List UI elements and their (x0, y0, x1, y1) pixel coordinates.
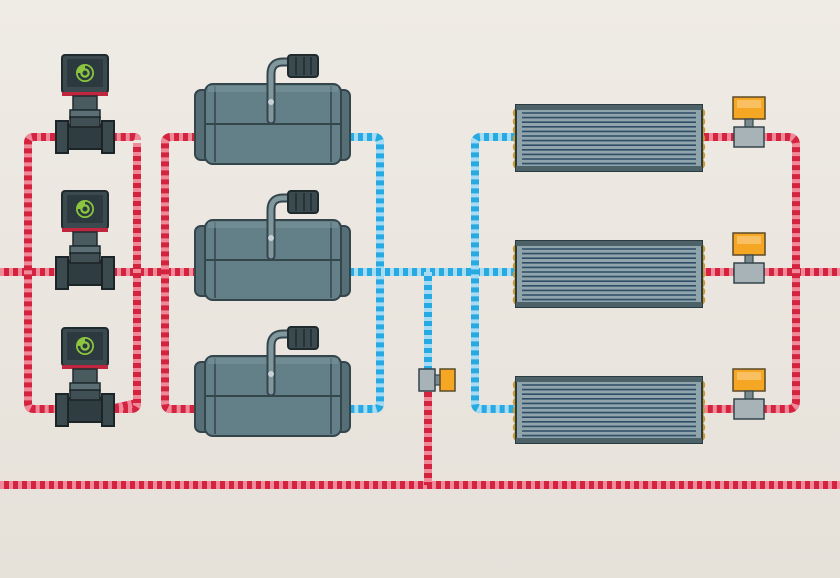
circular-pump-icon (55, 190, 115, 290)
chiller-icon (194, 326, 351, 437)
chilled-water-pipes (345, 133, 520, 413)
circular-pump-icon (55, 327, 115, 427)
control-valve-icon (732, 368, 766, 420)
chiller-icon (194, 54, 351, 165)
equipment-layer (55, 54, 766, 444)
pump-loop-pipe (24, 133, 141, 413)
coil-return-pipe (700, 133, 800, 413)
circular-pump-icon (55, 54, 115, 154)
heat-exchanger-icon (512, 240, 706, 308)
control-valve-icon (732, 232, 766, 284)
chiller-icon (194, 190, 351, 301)
heat-exchanger-icon (512, 104, 706, 172)
chiller-supply-pipe (161, 133, 210, 413)
heat-exchanger-icon (512, 376, 706, 444)
control-valve-icon (732, 96, 766, 148)
bypass-valve-icon (418, 368, 456, 392)
coil-supply-pipe (471, 133, 520, 413)
